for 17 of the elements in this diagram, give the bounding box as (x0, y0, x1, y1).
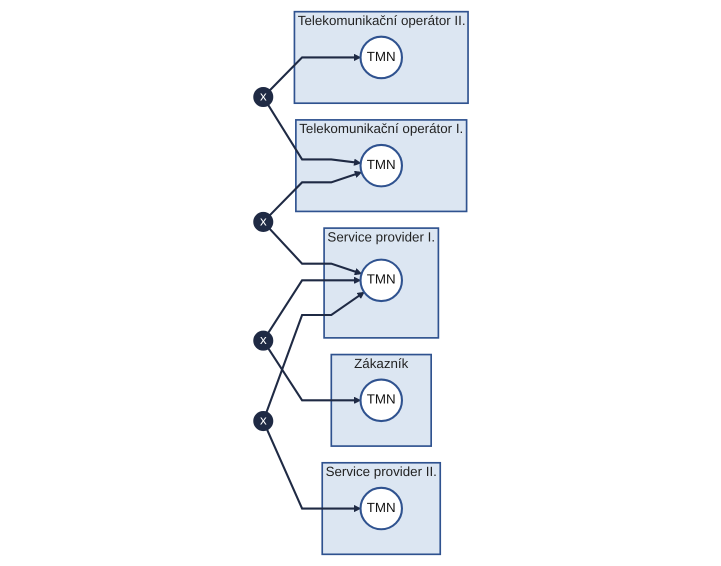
node-circle: x (252, 87, 273, 108)
arrow (267, 348, 360, 404)
node-circle: TMN (359, 36, 403, 80)
arrow (266, 429, 360, 512)
arrow (267, 104, 361, 166)
arrow (265, 292, 364, 412)
node-circle: TMN (359, 258, 403, 302)
node-circle: TMN (359, 486, 403, 530)
arrow (268, 228, 362, 276)
node-circle: x (252, 330, 273, 351)
arrow (268, 170, 362, 216)
node-circle: x (252, 411, 273, 432)
arrow (267, 276, 360, 334)
node-circle: x (252, 212, 273, 232)
node-circle: TMN (359, 144, 403, 188)
node-circle: TMN (359, 378, 403, 422)
arrow (268, 54, 360, 91)
